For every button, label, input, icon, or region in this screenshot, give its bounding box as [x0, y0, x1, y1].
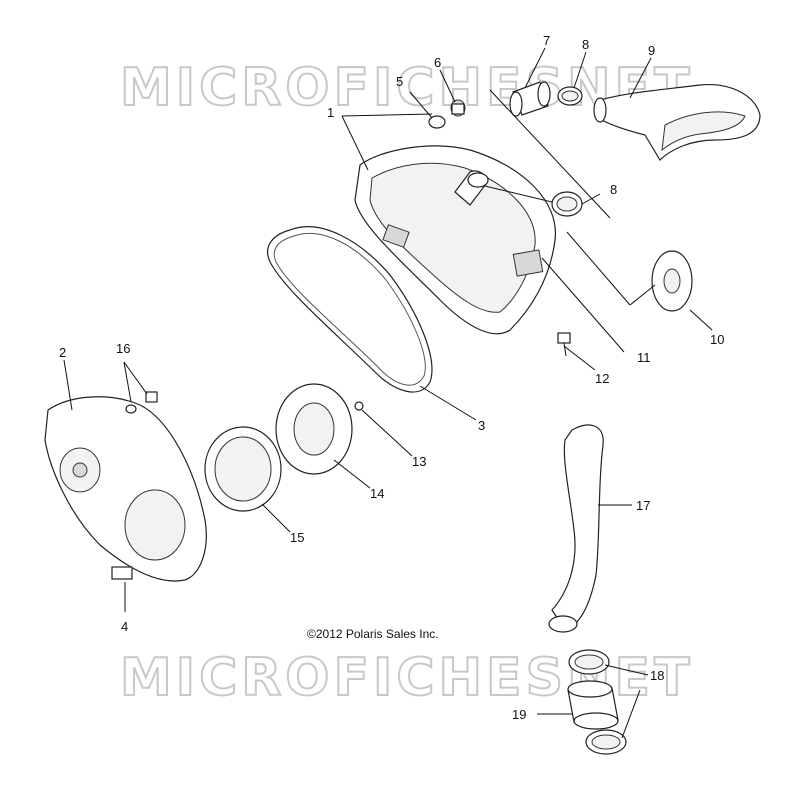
callout-16: 16 — [116, 341, 130, 356]
intake-hose — [548, 424, 604, 633]
callout-8-lower: 8 — [610, 182, 617, 197]
callout-10: 10 — [710, 332, 724, 347]
air-intake-duct — [593, 83, 761, 161]
callout-7: 7 — [543, 33, 550, 48]
callout-labels: 1 2 3 4 5 6 7 8 8 9 10 11 12 13 14 15 16… — [59, 33, 724, 722]
hose-clamp-lower — [551, 191, 583, 217]
outer-clutch-cover — [44, 396, 207, 582]
callout-4: 4 — [121, 619, 128, 634]
callout-9: 9 — [648, 43, 655, 58]
callout-12: 12 — [595, 371, 609, 386]
drain-plug — [428, 99, 466, 129]
boot-clamp-upper — [568, 649, 610, 675]
callout-15: 15 — [290, 530, 304, 545]
callout-18: 18 — [650, 668, 664, 683]
retainer-plate — [275, 383, 353, 475]
retainer-bolt — [354, 401, 364, 411]
leader-lines — [63, 47, 713, 739]
callout-14: 14 — [370, 486, 384, 501]
callout-17: 17 — [636, 498, 650, 513]
callout-2: 2 — [59, 345, 66, 360]
callout-11: 11 — [637, 350, 651, 365]
cover-fastener — [125, 391, 158, 414]
callout-13: 13 — [412, 454, 426, 469]
warning-label — [111, 566, 133, 580]
hose-clamp-upper — [557, 86, 583, 106]
cover-bolt — [557, 332, 571, 357]
adapter-boot — [567, 680, 619, 730]
callout-6: 6 — [434, 55, 441, 70]
boot-clamp-lower — [585, 729, 627, 755]
callout-5: 5 — [396, 74, 403, 89]
seal-ring — [651, 250, 693, 312]
duct-coupler — [509, 81, 551, 117]
callout-19: 19 — [512, 707, 526, 722]
drive-belt — [267, 226, 433, 393]
inner-clutch-cover — [354, 145, 556, 335]
copyright-notice: ©2012 Polaris Sales Inc. — [307, 627, 439, 641]
callout-1: 1 — [327, 105, 334, 120]
outer-seal — [204, 426, 282, 512]
callout-3: 3 — [478, 418, 485, 433]
callout-8-upper: 8 — [582, 37, 589, 52]
